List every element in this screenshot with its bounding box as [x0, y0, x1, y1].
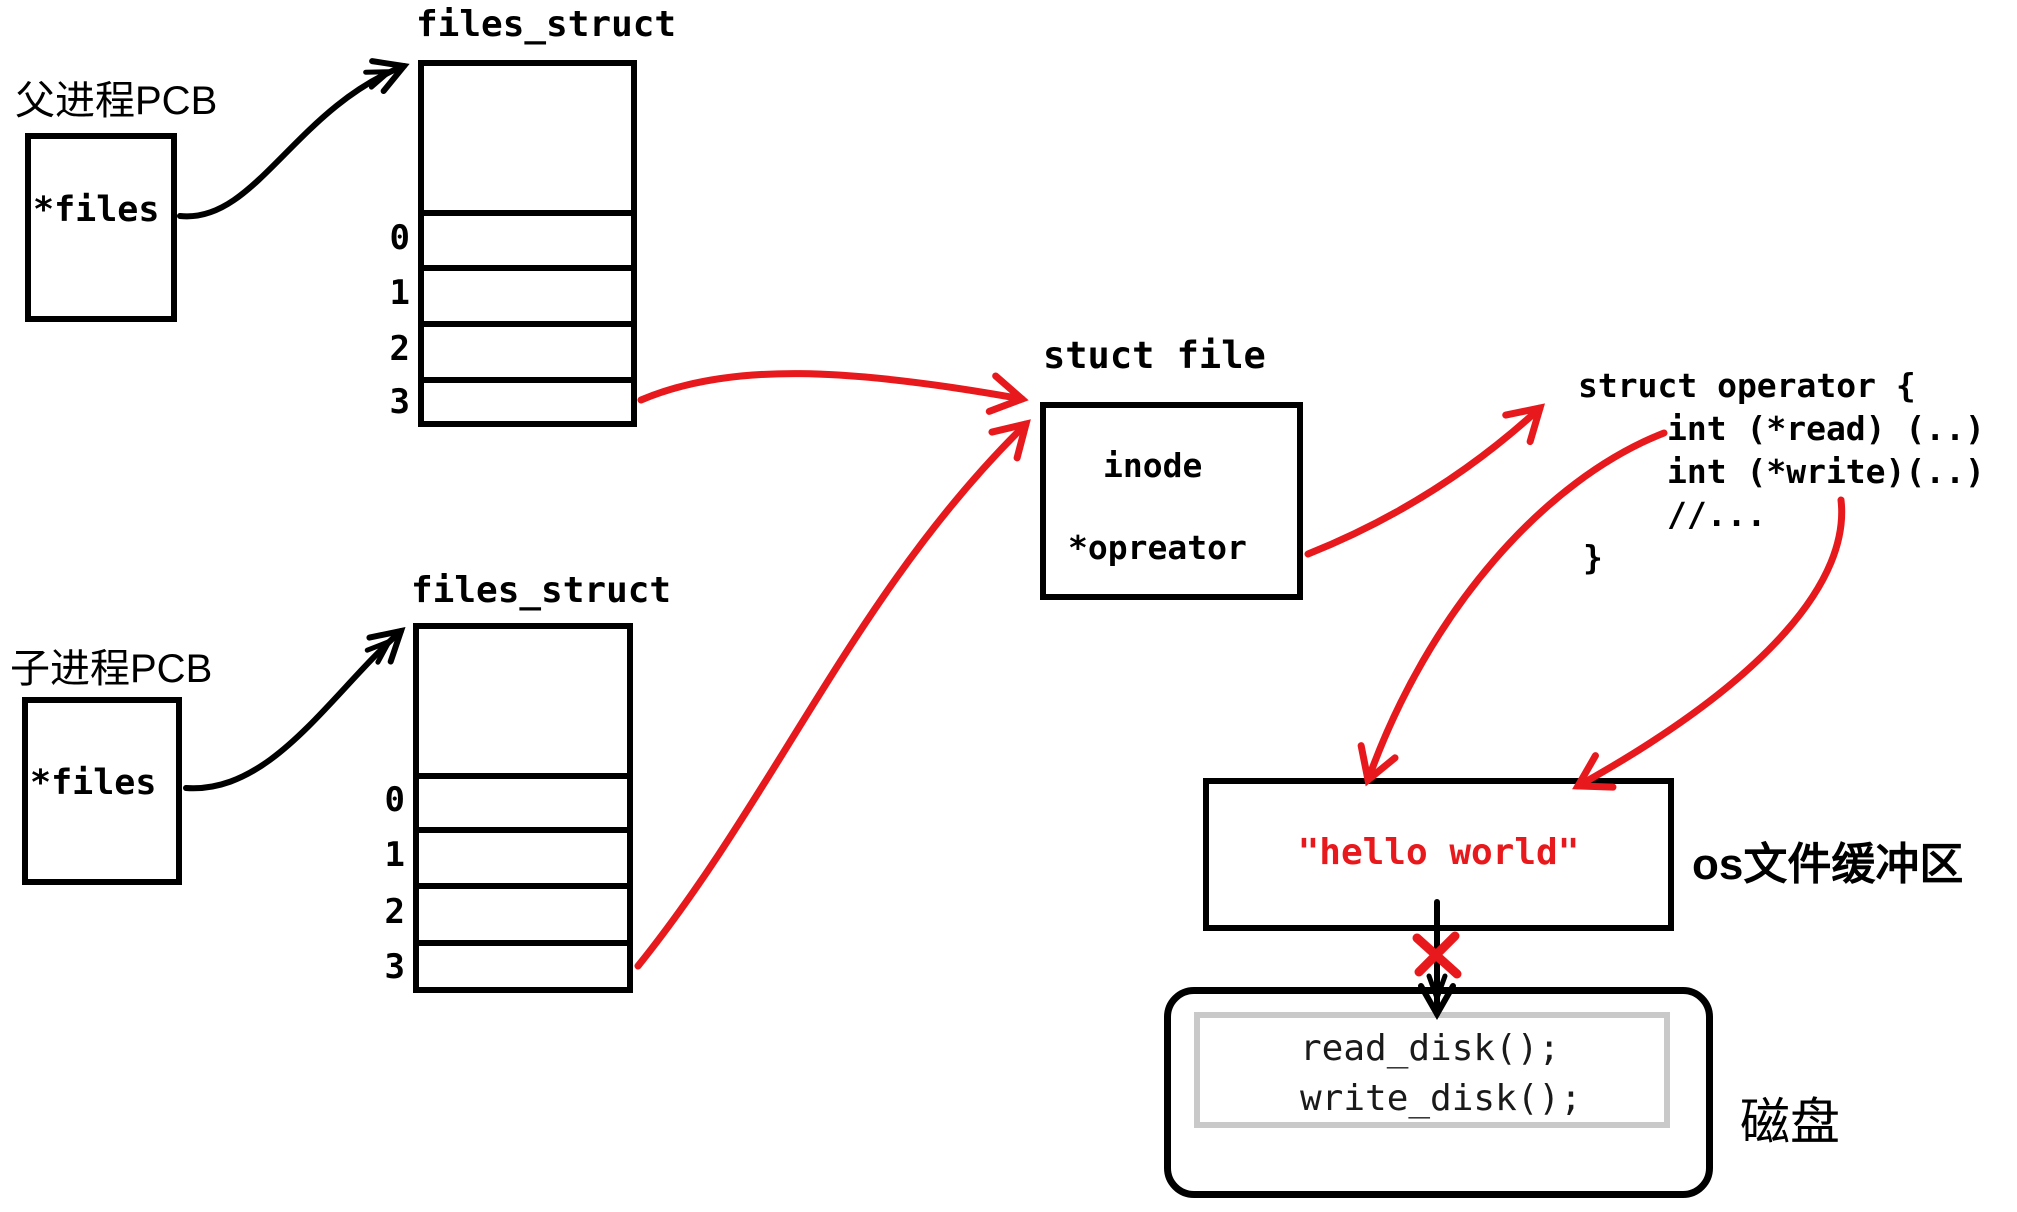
fd-slot-2 [419, 883, 627, 940]
bottom-fd-index-1: 1 [384, 835, 405, 875]
child-pcb-box [22, 697, 182, 885]
arrow-opreator-to-operator-struct [1304, 403, 1546, 558]
struct-file-box [1040, 402, 1303, 600]
bottom-fd-index-3: 3 [384, 946, 405, 987]
arrow-top-fd3-to-struct-file [637, 370, 1029, 415]
fd-slot-3 [419, 940, 627, 987]
fd-slot-0 [424, 210, 631, 265]
arrow-child-files-to-table [183, 626, 406, 792]
blocked-cross-icon [1412, 931, 1462, 979]
top-fd-index-1: 1 [389, 273, 410, 313]
parent-files-pointer: *files [33, 190, 160, 230]
disk-code-read-line: read_disk(); [1300, 1028, 1561, 1069]
fd-slot-2 [424, 321, 631, 377]
child-files-pointer: *files [30, 763, 157, 803]
operator-code-line-open: struct operator { [1578, 366, 1916, 405]
operator-code-line-close: } [1583, 538, 1603, 577]
bottom-files-struct-title: files_struct [411, 570, 672, 611]
fd-table-header-cell [419, 629, 627, 773]
fd-slot-1 [424, 265, 631, 321]
disk-code: read_disk(); write_disk(); [1300, 1024, 1582, 1124]
fd-slot-1 [419, 827, 627, 883]
top-fd-index-2: 2 [389, 329, 410, 369]
struct-file-inode-field: inode [1103, 446, 1203, 485]
top-fd-index-0: 0 [389, 217, 410, 258]
operator-code-line-write: int (*write)(..) [1667, 452, 1985, 491]
parent-pcb-box [25, 133, 177, 322]
bottom-fd-index-0: 0 [384, 780, 405, 820]
top-fd-index-3: 3 [389, 382, 410, 422]
child-pcb-label: 子进程PCB [10, 647, 213, 691]
struct-file-operator-field: *opreator [1068, 528, 1247, 567]
arrow-bottom-fd3-to-struct-file [634, 419, 1031, 970]
operator-struct-code: struct operator { int (*read) (..) int (… [1578, 364, 1985, 579]
struct-file-title: stuct file [1043, 334, 1266, 377]
fd-table-header-cell [424, 66, 631, 210]
disk-label: 磁盘 [1740, 1094, 1840, 1150]
fd-slot-0 [419, 773, 627, 827]
bottom-files-struct-table [413, 623, 633, 993]
operator-code-line-read: int (*read) (..) [1667, 409, 1985, 448]
fd-slot-3 [424, 377, 631, 421]
buffer-content-text: "hello world" [1297, 832, 1580, 873]
disk-code-write-line: write_disk(); [1300, 1078, 1582, 1119]
bottom-fd-index-2: 2 [384, 891, 405, 932]
operator-code-line-comment: //... [1667, 495, 1767, 534]
top-files-struct-title: files_struct [416, 4, 677, 45]
os-buffer-label: os文件缓冲区 [1692, 840, 1964, 889]
top-files-struct-table [418, 60, 637, 427]
parent-pcb-label: 父进程PCB [15, 79, 218, 123]
